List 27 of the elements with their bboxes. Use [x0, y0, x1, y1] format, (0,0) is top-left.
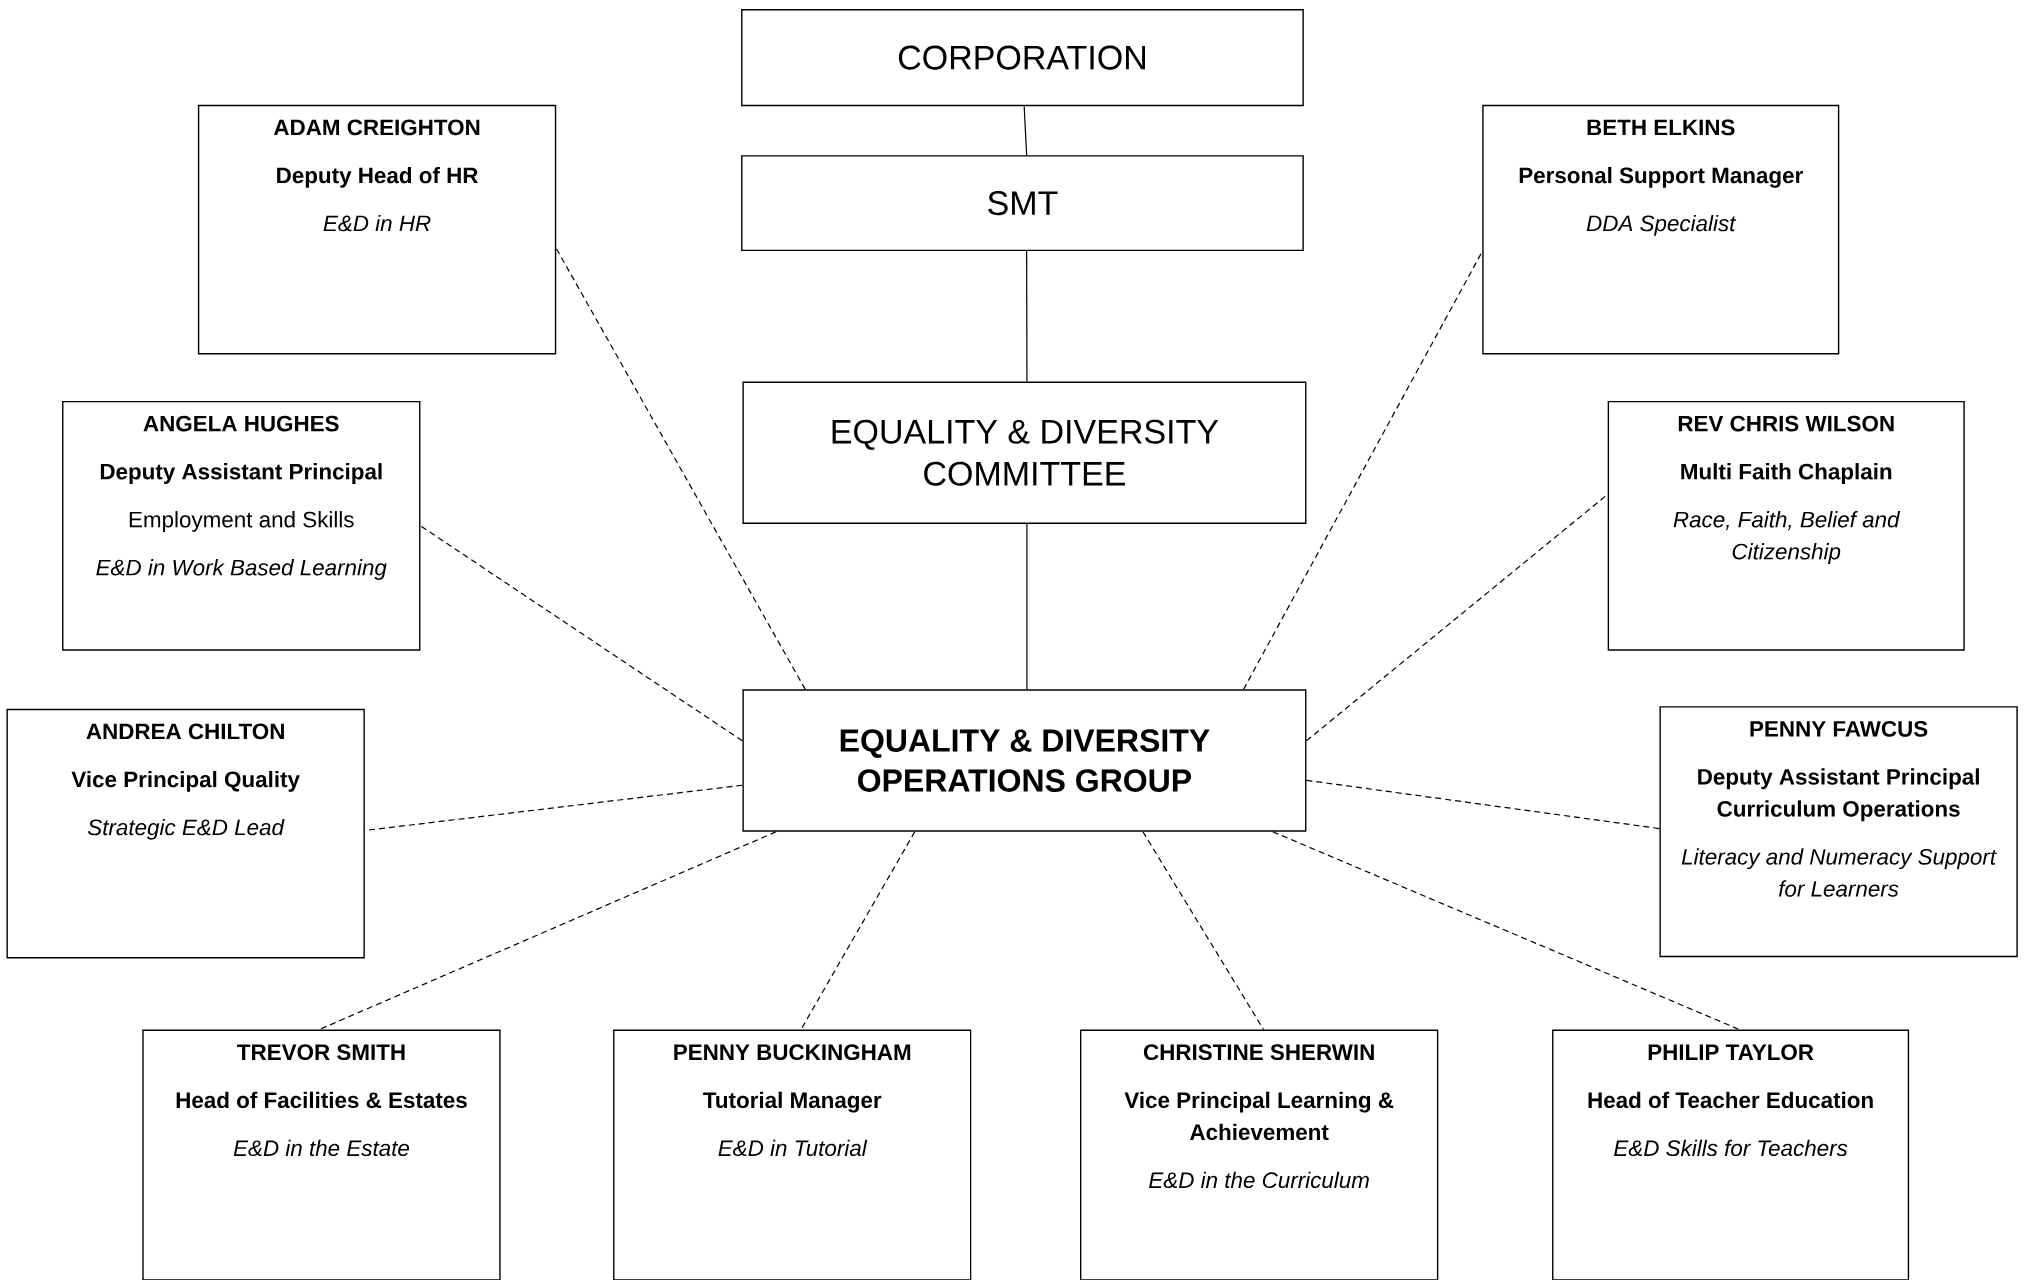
- connector-line: [1026, 250, 1028, 383]
- person-box: REV CHRIS WILSON Multi Faith Chaplain Race, Faith, Belief and Citizenship: [1607, 400, 1965, 651]
- person-box: ANDREA CHILTON Vice Principal Quality Strategic E&D Lead: [6, 708, 365, 959]
- dashed-connector: [1242, 250, 1483, 690]
- connector-line: [1023, 105, 1028, 156]
- committee-box: CORPORATION: [741, 9, 1304, 107]
- dashed-connector: [318, 831, 777, 1031]
- person-box: PHILIP TAYLOR Head of Teacher Education E&D Skills for Teachers: [1552, 1029, 1910, 1280]
- dashed-connector: [1305, 493, 1609, 742]
- dashed-connector: [1142, 831, 1265, 1031]
- person-box: PENNY BUCKINGHAM Tutorial Manager E&D in Tutorial: [613, 1029, 972, 1280]
- dashed-connector: [555, 247, 806, 690]
- person-box: TREVOR SMITH Head of Facilities & Estates E&D in the Estate: [142, 1029, 501, 1280]
- group-box: EQUALITY & DIVERSITY OPERATIONS GROUP: [742, 689, 1307, 832]
- person-box: ADAM CREIGHTON Deputy Head of HR E&D in HR: [197, 104, 557, 355]
- dashed-connector: [1305, 779, 1660, 830]
- person-box: CHRISTINE SHERWIN Vice Principal Learning & Achievement E&D in the Curriculum: [1079, 1029, 1439, 1280]
- dashed-connector: [419, 525, 743, 742]
- dashed-connector: [1272, 831, 1740, 1031]
- dashed-connector: [364, 784, 743, 832]
- connector-line: [1026, 523, 1028, 690]
- person-box: PENNY FAWCUS Deputy Assistant Principal Curriculum Operations Literacy and Numeracy Support for Learners: [1659, 706, 2018, 958]
- person-box: ANGELA HUGHES Deputy Assistant Principal Employment and Skills E&D in Work Based Learning: [62, 400, 421, 651]
- committee-box: SMT: [741, 155, 1304, 252]
- committee-box: EQUALITY & DIVERSITY COMMITTEE: [742, 381, 1307, 524]
- person-box: BETH ELKINS Personal Support Manager DDA Specialist: [1482, 104, 1840, 355]
- dashed-connector: [800, 831, 916, 1031]
